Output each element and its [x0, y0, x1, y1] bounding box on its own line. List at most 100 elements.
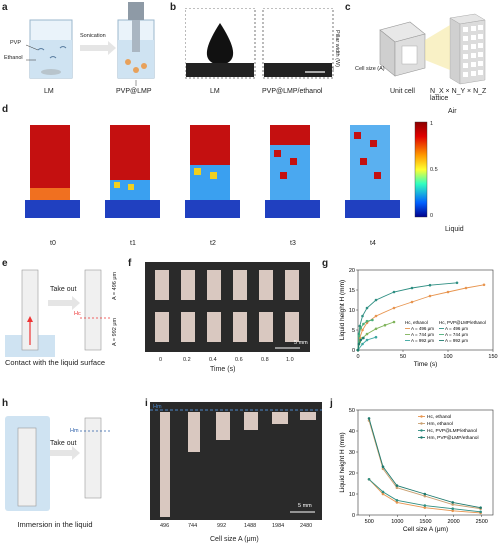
- panel-label-b: b: [170, 2, 177, 13]
- i-hm-label: Hm: [153, 404, 162, 410]
- f-tick-08: 0.8: [261, 357, 269, 363]
- colorbar-top-label: Air: [448, 108, 457, 115]
- f-xlabel: Time (s): [210, 366, 236, 373]
- data-point: [392, 290, 396, 294]
- y-tick-label: 30: [349, 450, 355, 456]
- y-axis-label: Liquid height H (mm): [339, 432, 346, 492]
- f-tick-0: 0: [159, 357, 163, 363]
- panel-c-lattice: [379, 13, 486, 85]
- data-point: [374, 298, 378, 302]
- y-tick-label: 40: [349, 429, 355, 435]
- data-point: [357, 342, 361, 346]
- data-point: [395, 486, 399, 489]
- legend-item: A = 744 μm: [445, 332, 468, 337]
- legend-item: A = 744 μm: [411, 332, 434, 337]
- data-point: [362, 336, 365, 340]
- panel-i-photo: [150, 402, 322, 520]
- x-axis-label: Time (s): [414, 361, 438, 368]
- colorbar-tick-0: 0: [430, 213, 434, 219]
- data-point: [392, 306, 396, 310]
- f-row1-label: A = 496 μm: [112, 271, 118, 300]
- data-point: [451, 501, 455, 504]
- x-tick-label: 2500: [476, 519, 488, 525]
- f-scale-label: 5 mm: [294, 340, 308, 346]
- y-axis-label: Liquid height H (mm): [339, 280, 346, 340]
- plot-frame: [357, 409, 494, 516]
- data-point: [365, 338, 369, 342]
- data-point: [374, 314, 378, 318]
- data-point: [410, 286, 414, 290]
- panel-label-e: e: [2, 258, 8, 269]
- f-row2-label: A = 992 μm: [112, 317, 118, 346]
- time-label-t0: t0: [50, 240, 56, 247]
- data-point: [362, 322, 365, 326]
- legend-item: Hc, ethanol: [427, 414, 451, 420]
- data-point: [446, 290, 450, 294]
- i-xlabel: Cell size A (μm): [210, 536, 259, 543]
- data-point: [358, 324, 362, 328]
- colorbar-bottom-label: Liquid: [445, 226, 464, 233]
- data-point: [356, 348, 360, 352]
- legend-marker: [420, 422, 423, 425]
- legend-item: A = 496 μm: [445, 326, 468, 331]
- panel-label-d: d: [2, 104, 9, 115]
- series-line: [357, 282, 458, 351]
- data-point: [361, 328, 364, 332]
- data-point: [365, 306, 369, 310]
- i-tick-992: 992: [217, 523, 227, 529]
- panel-d-simulation: [25, 121, 428, 218]
- data-point: [383, 323, 387, 327]
- series-line: [357, 337, 364, 351]
- colorbar-tick-1: 1: [430, 121, 434, 127]
- h-take-out-label: Take out: [50, 440, 77, 447]
- data-point: [451, 509, 455, 513]
- data-point: [479, 506, 482, 509]
- panel-label-g: g: [322, 258, 329, 269]
- data-point: [423, 494, 427, 498]
- data-point: [381, 492, 385, 496]
- pvp-lmp-label: PVP@LMP: [116, 88, 152, 95]
- panel-f-photos: [145, 262, 310, 352]
- b-lm-label: LM: [210, 88, 220, 95]
- cell-size-label: Cell size (A): [355, 66, 385, 72]
- data-point: [371, 318, 374, 322]
- x-tick-label: 1000: [391, 519, 403, 525]
- y-tick-label: 0: [352, 348, 355, 354]
- series-line: [357, 336, 377, 351]
- pillar-width-label: Pillar width (W): [334, 30, 340, 67]
- data-point: [423, 506, 427, 509]
- panel-label-a: a: [2, 2, 8, 13]
- f-tick-02: 0.2: [183, 357, 191, 363]
- lattice-label: N_X × N_Y × N_Z lattice: [430, 88, 487, 102]
- data-point: [423, 492, 427, 496]
- x-tick-label: 500: [365, 519, 374, 525]
- legend-item: Hc, PVP@LMP/ethanol: [427, 428, 477, 434]
- series-line: [368, 478, 481, 513]
- x-tick-label: 50: [400, 354, 406, 360]
- y-tick-label: 5: [352, 328, 355, 334]
- data-point: [367, 417, 371, 420]
- h-caption: Immersion in the liquid: [17, 520, 93, 529]
- f-tick-06: 0.6: [235, 357, 243, 363]
- y-tick-label: 20: [349, 268, 355, 274]
- y-tick-label: 10: [349, 308, 355, 314]
- data-point: [464, 286, 468, 290]
- y-tick-label: 50: [349, 408, 355, 414]
- h-hm-label: Hm: [70, 428, 79, 434]
- time-label-t3: t3: [290, 240, 296, 247]
- time-label-t4: t4: [370, 240, 376, 247]
- i-tick-496: 496: [160, 523, 170, 529]
- data-point: [381, 490, 385, 494]
- legend-marker: [420, 436, 423, 439]
- legend-item: Hm, PVP@LMP/ethanol: [427, 435, 479, 441]
- data-point: [482, 283, 486, 287]
- panel-label-j: j: [330, 398, 333, 409]
- legend-item: Hm, ethanol: [427, 421, 453, 427]
- panel-a-illustration: [25, 2, 155, 86]
- i-tick-1984: 1984: [272, 523, 285, 529]
- series-line: [368, 478, 481, 514]
- panel-label-h: h: [2, 398, 9, 409]
- f-tick-10: 1.0: [286, 357, 294, 363]
- y-tick-label: 20: [349, 471, 355, 477]
